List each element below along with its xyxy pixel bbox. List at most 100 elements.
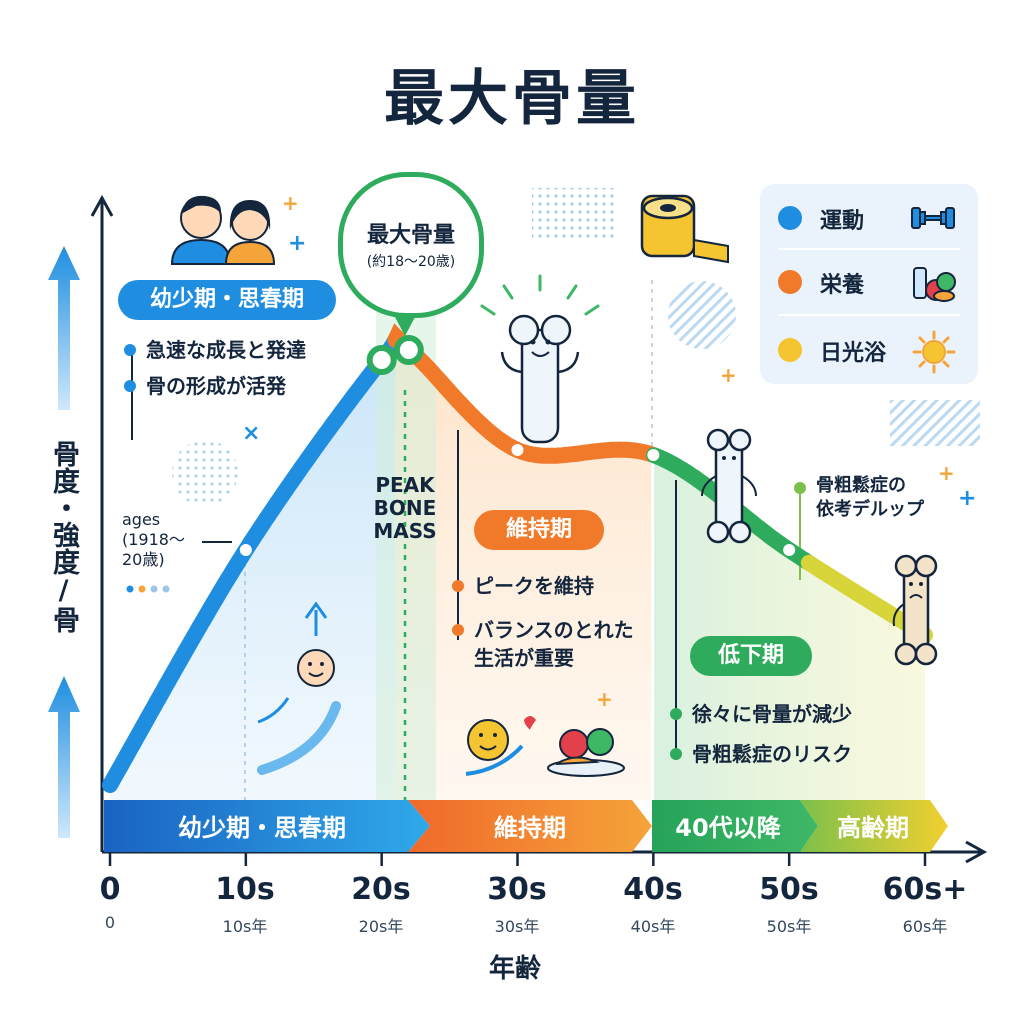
x-tick-label: 50s [759,872,819,907]
x-tick-sublabel: 20s年 [358,917,404,936]
band-label-maintenance: 維持期 [494,814,566,842]
legend-label: 運動 [820,209,865,234]
x-axis-arrow [965,840,988,864]
peak-marker [366,345,397,375]
x-tick-label: 60s+ [882,872,968,907]
page-title: 最大骨量 [384,64,640,134]
legend-item-nutrition: 栄養 [778,260,968,304]
legend-panel: 運動 栄養 日光浴 [760,184,978,384]
x-tick-label: 30s [487,872,547,907]
legend-item-exercise: 運動 [778,196,968,240]
x-tick-sublabel: 0 [104,913,116,932]
bullet-dot [670,748,682,760]
legend-label: 日光浴 [820,341,887,366]
legend-label: 栄養 [820,273,865,298]
childhood-bullet-text: 骨の形成が活発 [146,374,286,398]
decline-bullet-1: 徐々に骨量が減少 [670,700,852,728]
svg-text:+: + [958,486,976,511]
x-axis-title: 年齢 [488,954,541,984]
legend-dot [778,270,802,294]
osteo-note: 骨粗鬆症の 依考デルップ [794,474,924,522]
svg-text:+: + [288,231,306,256]
food-icon [908,262,958,310]
ages-note-line: ages [122,510,161,529]
ages-note: ages (1918〜 20歳) [122,510,185,570]
decline-phase-pill: 低下期 [690,636,812,676]
bullet-dot [794,482,806,494]
bullet-dot [124,344,136,356]
y-axis-label: 骨度・強度/骨 [48,440,79,633]
curve-maintenance-segment [387,323,660,464]
band-maintenance [408,800,652,852]
svg-text:+: + [938,461,955,485]
maintenance-bullet-text: 生活が重要 [474,646,574,670]
growth-smiley-icon [257,601,341,775]
sun-icon [910,330,958,378]
peak-english-line: MASS [373,519,437,543]
osteo-note-line: 依考デルップ [816,499,924,520]
childhood-bullet-2: 骨の形成が活発 [124,372,286,400]
x-tick-label: 20s [351,872,411,907]
weak-bone-icon [892,554,938,666]
band-label-elderly: 高齢期 [837,814,909,842]
curve-point [783,544,796,556]
maintenance-bullet-text: ピークを維持 [474,574,594,598]
dot-pattern-left [172,440,238,506]
curve-growth-segment [102,332,404,793]
maintenance-phase-pill: 維持期 [474,510,604,550]
curve-point [511,444,524,456]
x-tick-sublabel: 10s年 [222,917,268,936]
bullet-dot [452,580,464,592]
hatch-circle [668,281,736,349]
peak-english-line: PEAK [375,473,435,497]
x-tick-label: 40s [623,872,683,907]
hatch-strip [890,400,980,446]
x-tick-label: 10s [215,872,275,907]
childhood-phase-pill: 幼少期・思春期 [118,280,336,320]
x-tick-sublabel: 60s年 [902,917,948,936]
childhood-bullet-text: 急速な成長と発達 [146,338,306,362]
x-tick-sublabel: 40s年 [630,917,676,936]
maintenance-bullet-2: バランスのとれた 生活が重要 [452,616,634,672]
peak-english-label: PEAK BONE MASS [360,474,450,543]
peak-marker [393,335,424,365]
decline-bullet-text: 徐々に骨量が減少 [692,702,852,726]
peak-subtitle: (約18〜20歳) [366,254,456,270]
dumbbell-icon [908,198,958,242]
peak-bubble: 最大骨量 (約18〜20歳) [338,172,484,318]
legend-dot [778,206,802,230]
dot-pattern-top [532,188,618,240]
band-label-childhood: 幼少期・思春期 [178,814,346,842]
peak-column [376,300,436,800]
medium-bone-icon [701,428,757,544]
x-tick-sublabel: 30s年 [494,917,540,936]
bullet-dot [124,380,136,392]
legend-divider [778,314,960,316]
band-label-40s: 40代以降 [675,814,781,842]
ages-note-line: (1918〜 [122,530,185,549]
svg-text:+: + [282,191,299,215]
tape-measure-icon [640,194,729,264]
osteo-note-line: 骨粗鬆症の [816,475,906,496]
legend-item-sunbathing: 日光浴 [778,328,968,374]
peak-title: 最大骨量 [366,223,455,248]
band-elderly [800,800,948,852]
maintenance-bullet-1: ピークを維持 [452,572,594,600]
legend-dot [778,338,802,362]
maintenance-bullet-text: バランスのとれた [474,618,634,642]
band-childhood [104,800,430,852]
curve-point [239,544,252,556]
children-icon [170,195,276,265]
y-arrow-upper-icon [48,246,80,410]
bullet-dot [452,624,464,636]
sparkle-icons: + + + + [282,191,955,711]
nutrition-smiley-icon [465,716,625,777]
bullet-dot [670,708,682,720]
decline-bullet-text: 骨粗鬆症のリスク [692,742,852,766]
svg-text:+: + [720,363,737,387]
svg-text:×: × [242,421,260,446]
y-axis-arrow [90,194,114,217]
x-tick-label: 0 [99,872,121,907]
